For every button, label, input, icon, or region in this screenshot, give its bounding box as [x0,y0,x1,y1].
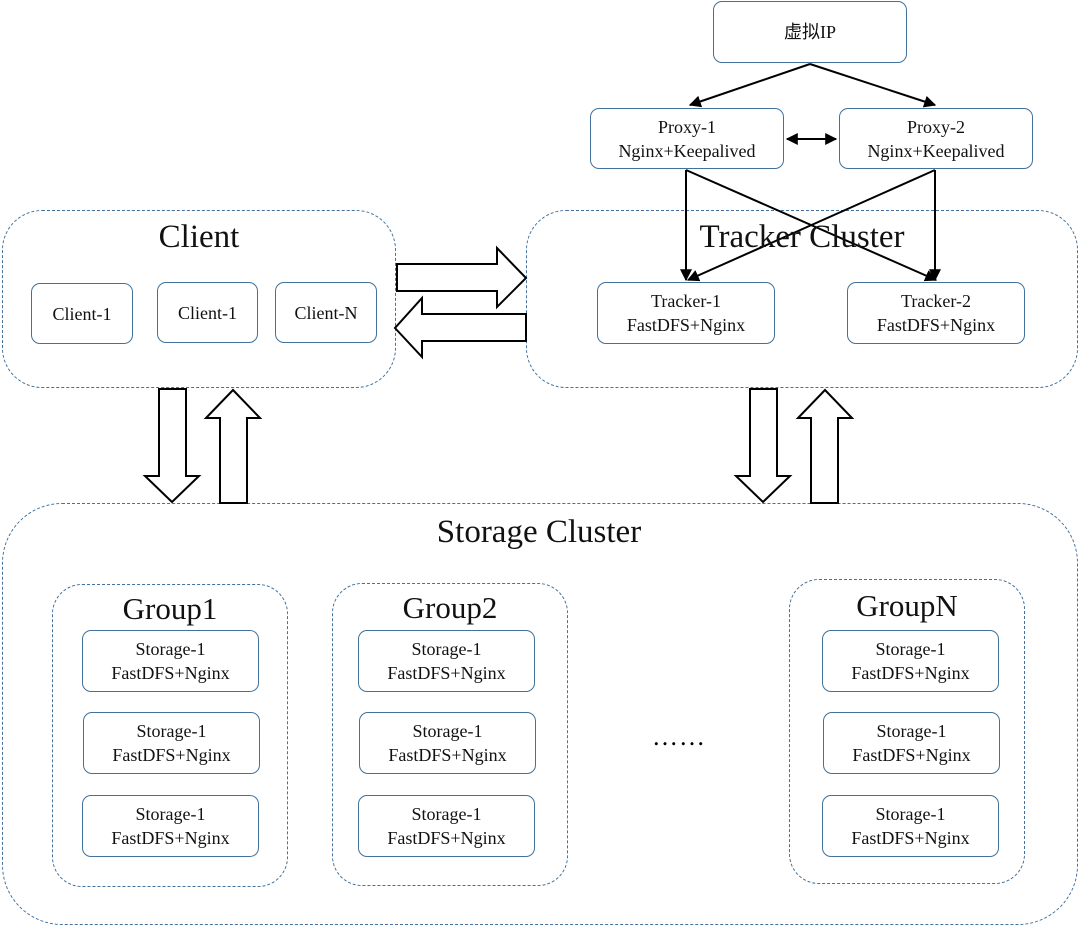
storage-to-client-block-arrow [203,388,263,504]
storage-node[interactable]: Storage-1 FastDFS+Nginx [822,630,999,692]
tracker-software: FastDFS+Nginx [626,315,746,335]
storage-name: Storage-1 [135,639,206,659]
storage-name: Storage-1 [875,639,946,659]
client-to-storage-block-arrow [142,388,202,504]
client-node-1[interactable]: Client-1 [31,283,133,344]
proxy-2-node[interactable]: Proxy-2 Nginx+Keepalived [839,108,1033,169]
tracker-to-storage-block-arrow [733,388,793,504]
vip-to-proxy-2-arrow [809,63,937,108]
virtual-ip-node[interactable]: 虚拟IP [713,1,907,63]
client-label: Client-1 [52,303,112,324]
more-groups-ellipsis: …… [652,722,706,751]
storage-name: Storage-1 [876,721,947,741]
tracker-software: FastDFS+Nginx [876,315,996,335]
group-1: Group1 [52,584,288,887]
client-cluster: Client [2,210,396,388]
storage-node[interactable]: Storage-1 FastDFS+Nginx [822,795,999,857]
storage-node[interactable]: Storage-1 FastDFS+Nginx [358,795,535,857]
tracker-cluster: Tracker Cluster [526,210,1078,388]
storage-software: FastDFS+Nginx [387,828,506,848]
storage-name: Storage-1 [411,639,482,659]
storage-node[interactable]: Storage-1 FastDFS+Nginx [359,712,536,774]
proxy-1-node[interactable]: Proxy-1 Nginx+Keepalived [590,108,784,169]
group-2: Group2 [332,583,568,886]
proxy-software: Nginx+Keepalived [867,140,1005,161]
client-node-n[interactable]: Client-N [275,282,377,343]
tracker-cluster-title: Tracker Cluster [699,219,905,255]
storage-software: FastDFS+Nginx [852,745,971,765]
group-n: GroupN [789,579,1025,884]
storage-name: Storage-1 [411,804,482,824]
group-title: GroupN [856,588,958,623]
storage-cluster: Storage Cluster [2,503,1078,925]
storage-software: FastDFS+Nginx [388,745,507,765]
storage-node[interactable]: Storage-1 FastDFS+Nginx [82,795,259,857]
client-label: Client-1 [178,302,237,323]
virtual-ip-label: 虚拟IP [783,22,836,42]
storage-to-tracker-block-arrow [795,388,855,504]
proxy-name: Proxy-1 [658,116,716,137]
storage-node[interactable]: Storage-1 FastDFS+Nginx [82,630,259,692]
storage-node[interactable]: Storage-1 FastDFS+Nginx [83,712,260,774]
group-title: Group1 [122,591,218,626]
storage-software: FastDFS+Nginx [851,663,970,683]
client-to-tracker-block-arrow [396,245,528,310]
storage-software: FastDFS+Nginx [111,828,230,848]
storage-node[interactable]: Storage-1 FastDFS+Nginx [358,630,535,692]
tracker-to-client-block-arrow [393,295,527,360]
storage-name: Storage-1 [135,804,206,824]
vip-to-proxy-1-arrow [688,63,811,108]
tracker-name: Tracker-1 [651,291,721,311]
tracker-name: Tracker-2 [901,291,971,311]
proxy-software: Nginx+Keepalived [618,140,756,161]
storage-node[interactable]: Storage-1 FastDFS+Nginx [823,712,1000,774]
storage-cluster-title: Storage Cluster [436,514,642,550]
proxy-2-to-tracker-1-arrow [686,169,936,282]
group-title: Group2 [402,590,498,625]
client-cluster-title: Client [158,219,240,255]
storage-name: Storage-1 [412,721,483,741]
client-label: Client-N [294,302,358,323]
storage-software: FastDFS+Nginx [387,663,506,683]
storage-name: Storage-1 [875,804,946,824]
tracker-2-node[interactable]: Tracker-2 FastDFS+Nginx [847,282,1025,344]
storage-software: FastDFS+Nginx [851,828,970,848]
storage-name: Storage-1 [136,721,207,741]
client-node-2[interactable]: Client-1 [157,282,258,343]
tracker-1-node[interactable]: Tracker-1 FastDFS+Nginx [597,282,775,344]
storage-software: FastDFS+Nginx [111,663,230,683]
storage-software: FastDFS+Nginx [112,745,231,765]
proxy-name: Proxy-2 [907,116,965,137]
